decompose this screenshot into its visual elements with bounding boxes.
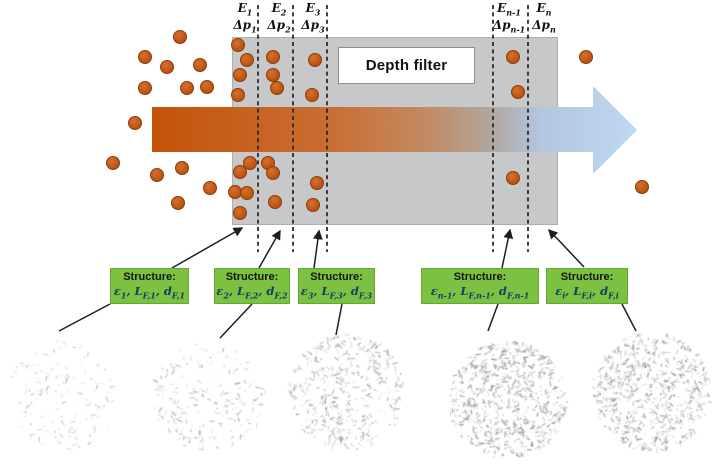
particle-dot [240,53,254,67]
structure-box-formula: ε1, LF,1, dF,1 [113,284,186,301]
pressure-drop-label: Δp3 [301,18,325,35]
particle-dot [266,166,280,180]
structure-box-formula: ε3, LF,3, dF,3 [300,284,373,301]
particle-dot [150,168,164,182]
structure-box-title: Structure: [225,271,279,283]
particle-dot [171,196,185,210]
particle-dot [106,156,120,170]
fiber-structure-image-5 [591,331,713,458]
structure-box-3: Structure: ε3, LF,3, dF,3 [298,268,375,304]
efficiency-label: E1 [237,1,253,18]
structure-box-formula: ε2, LF,2, dF,2 [216,284,288,301]
particle-dot [308,53,322,67]
efficiency-label: En [536,1,552,18]
structure-box-title: Structure: [310,271,363,283]
particle-dot [231,38,245,52]
particle-dot [233,165,247,179]
structure-box-1: Structure: ε1, LF,1, dF,1 [110,268,189,304]
particle-dot [173,30,187,44]
structure-box-formula: εn-1, LF,n-1, dF,n-1 [430,284,530,301]
particle-dot [305,88,319,102]
particle-dot [270,81,284,95]
particle-dot [180,81,194,95]
particle-dot [511,85,525,99]
particle-dot [240,186,254,200]
particle-dot [138,50,152,64]
section-label-3: E3 Δp3 [281,2,345,37]
depth-filter-label-box: Depth filter [338,47,475,84]
particle-dot [635,180,649,194]
particle-dot [200,80,214,94]
particle-dot [231,88,245,102]
depth-filter-label: Depth filter [365,57,448,74]
section-label-1: E1 Δp1 [213,2,277,37]
efficiency-label: E2 [271,1,287,18]
pressure-drop-label: Δp1 [233,18,257,35]
pressure-drop-label: Δpn [532,18,556,35]
fiber-structure-image-1 [6,338,120,457]
particle-dot [160,60,174,74]
structure-box-2: Structure: ε2, LF,2, dF,2 [214,268,290,304]
structure-box-title: Structure: [123,271,176,283]
particle-dot [128,116,142,130]
section-label-2: E2 Δp2 [247,2,311,37]
particle-dot [266,50,280,64]
particle-dot [138,81,152,95]
structure-box-n-1: Structure: εn-1, LF,n-1, dF,n-1 [421,268,539,304]
particle-dot [203,181,217,195]
structure-box-title: Structure: [453,271,507,283]
particle-dot [233,68,247,82]
efficiency-label: E3 [305,1,321,18]
particle-dot [193,58,207,72]
section-label-n: En Δpn [512,2,576,37]
particle-dot [175,161,189,175]
pressure-drop-label: Δp2 [267,18,291,35]
structure-box-formula: εi, LF,i, dF,i [555,284,619,301]
structure-box-title: Structure: [560,271,614,283]
particle-dot [266,68,280,82]
particle-dot [310,176,324,190]
efficiency-label: En-1 [497,1,521,18]
particle-dot [233,206,247,220]
fiber-structure-image-2 [151,340,267,461]
particle-dot [506,171,520,185]
particle-dot [306,198,320,212]
structure-box-i: Structure: εi, LF,i, dF,i [546,268,628,304]
particle-dot [506,50,520,64]
particle-dot [268,195,282,209]
section-label-n-1: En-1 Δpn-1 [477,2,541,37]
fiber-structure-image-3 [287,332,407,457]
particle-dot [579,50,593,64]
pressure-drop-label: Δpn-1 [492,18,526,35]
fiber-structure-image-4 [447,339,569,466]
